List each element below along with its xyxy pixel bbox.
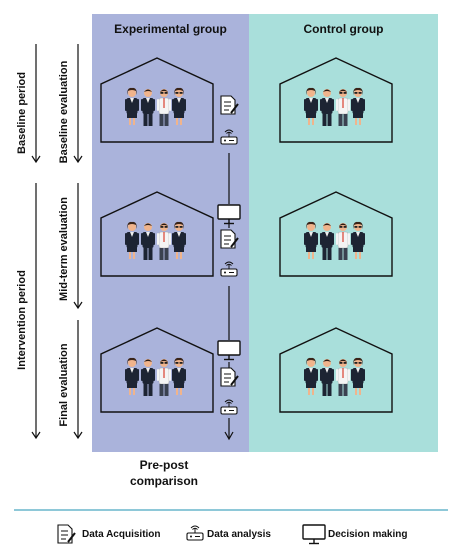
experimental-final-house-person-2: [141, 359, 155, 396]
experimental-final-house-outline: [100, 327, 214, 413]
experimental-baseline-house-person-4: [172, 87, 186, 125]
legend-data-analysis-label: Data analysis: [207, 529, 271, 540]
experimental-midterm-house-person-4: [172, 221, 186, 259]
control-final-house: [279, 327, 393, 413]
control-final-house-person-1: [304, 357, 318, 395]
baseline-period-arrow: [31, 44, 41, 164]
midterm-evaluation-arrow: [73, 183, 83, 310]
pre-post-line-2: comparison: [129, 474, 198, 488]
experimental-baseline-house: [100, 57, 214, 143]
control-group-title: Control group: [303, 22, 384, 36]
legend-document-pen-icon: [57, 524, 76, 544]
data-acquisition-icon: [220, 367, 239, 387]
intervention-period-arrow: [31, 183, 41, 440]
experimental-final-house-person-4: [172, 357, 186, 395]
control-baseline-house-person-4: [351, 87, 365, 125]
data-acquisition-icon: [220, 229, 239, 249]
experimental-midterm-house-person-3: [157, 223, 171, 260]
decision-making-icon: [217, 340, 241, 361]
control-midterm-house-person-1: [304, 221, 318, 259]
experimental-final-house-person-3: [157, 359, 171, 396]
control-baseline-house-outline: [279, 57, 393, 143]
control-midterm-house-person-4: [351, 221, 365, 259]
pre-post-comparison-label: Pre-post comparison: [120, 457, 208, 489]
control-midterm-house-outline: [279, 191, 393, 277]
data-acquisition-icon: [220, 95, 239, 115]
control-baseline-house-person-1: [304, 87, 318, 125]
control-final-house-person-4: [351, 357, 365, 395]
experimental-baseline-house-outline: [100, 57, 214, 143]
experimental-final-house: [100, 327, 214, 413]
data-analysis-icon: [220, 399, 238, 415]
experimental-midterm-house-outline: [100, 191, 214, 277]
control-baseline-house-person-2: [320, 89, 334, 126]
decision-making-icon: [217, 204, 241, 225]
control-final-house-person-2: [320, 359, 334, 396]
control-final-house-outline: [279, 327, 393, 413]
data-analysis-icon: [220, 129, 238, 145]
experimental-final-house-person-1: [125, 357, 139, 395]
experimental-baseline-house-person-3: [157, 89, 171, 126]
baseline-evaluation-arrow: [73, 44, 83, 164]
legend-decision-making-label: Decision making: [328, 529, 408, 540]
control-midterm-house: [279, 191, 393, 277]
final-evaluation-arrow: [73, 320, 83, 440]
experimental-group-title: Experimental group: [114, 22, 227, 36]
legend-data-acquisition-label: Data Acquisition: [82, 529, 161, 540]
experimental-baseline-house-person-2: [141, 89, 155, 126]
control-midterm-house-person-3: [336, 223, 350, 260]
experimental-baseline-house-person-1: [125, 87, 139, 125]
legend-monitor-icon: [302, 524, 326, 545]
pre-post-line-1: Pre-post: [139, 458, 189, 472]
control-midterm-house-person-2: [320, 223, 334, 260]
experimental-midterm-house-person-1: [125, 221, 139, 259]
data-analysis-icon: [220, 261, 238, 277]
experimental-midterm-house: [100, 191, 214, 277]
experimental-midterm-house-person-2: [141, 223, 155, 260]
connector-arrowhead: [224, 431, 234, 441]
legend-router-icon: [186, 525, 204, 541]
control-final-house-person-3: [336, 359, 350, 396]
control-baseline-house: [279, 57, 393, 143]
control-baseline-house-person-3: [336, 89, 350, 126]
